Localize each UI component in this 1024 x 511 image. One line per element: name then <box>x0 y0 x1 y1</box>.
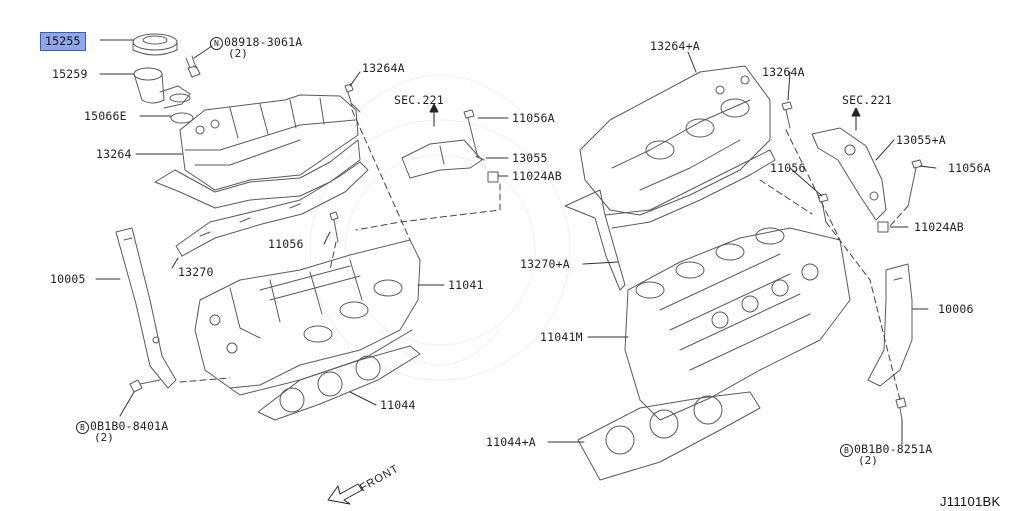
qty-bolt-b-left: (2) <box>94 431 114 444</box>
part-label-10006[interactable]: 10006 <box>938 302 974 316</box>
part-label-15255[interactable]: 15255 <box>40 32 86 51</box>
part-label-13270[interactable]: 13270 <box>178 265 214 279</box>
collar-right <box>877 221 889 233</box>
part-label-13270-plus-a[interactable]: 13270+A <box>520 257 570 271</box>
part-label-15066e[interactable]: 15066E <box>84 109 127 123</box>
qty-bolt-b-right: (2) <box>858 454 878 467</box>
left-cover-gasket <box>175 161 369 257</box>
b-circle-icon: B <box>840 444 853 457</box>
bolt-b-left-code: 0B1B0-8401A <box>90 419 169 433</box>
qty-bolt-n: (2) <box>228 47 248 60</box>
right-valve-cover <box>579 65 771 216</box>
sec-221-label-right[interactable]: SEC.221 <box>842 93 892 107</box>
cover-bolt-right <box>781 101 793 129</box>
leader-lines <box>95 39 937 445</box>
part-label-13264a-right[interactable]: 13264A <box>762 65 805 79</box>
right-cover-gasket <box>564 149 776 291</box>
part-label-15259[interactable]: 15259 <box>52 67 88 81</box>
coil-bracket <box>401 139 483 179</box>
bracket-bolt-center <box>463 109 485 161</box>
left-cylinder-head <box>194 239 421 396</box>
front-arrow <box>327 483 363 505</box>
part-label-11056a-right[interactable]: 11056A <box>948 161 991 175</box>
sec221-arrow-right <box>851 107 861 131</box>
bracket-bolt-right-lower <box>895 397 907 421</box>
part-label-13055-plus-a[interactable]: 13055+A <box>896 133 946 147</box>
part-label-11041m[interactable]: 11041M <box>540 330 583 344</box>
part-label-11056-right[interactable]: 11056 <box>770 161 806 175</box>
right-chain-guide-bracket <box>867 263 913 387</box>
filler-bolt <box>185 55 201 78</box>
part-label-10005[interactable]: 10005 <box>50 272 86 286</box>
n-circle-icon: N <box>210 37 223 50</box>
sec-221-label-left[interactable]: SEC.221 <box>394 93 444 107</box>
coil-bracket-right <box>811 127 887 221</box>
part-label-11041[interactable]: 11041 <box>448 278 484 292</box>
bolt-b-right-code: 0B1B0-8251A <box>854 442 933 456</box>
part-label-11044[interactable]: 11044 <box>380 398 416 412</box>
sec221-arrow-left <box>429 103 439 127</box>
part-label-13264[interactable]: 13264 <box>96 147 132 161</box>
head-bolt-left <box>329 211 339 243</box>
part-label-13055[interactable]: 13055 <box>512 151 548 165</box>
bracket-bolt-left <box>129 379 161 393</box>
o-ring <box>170 112 194 124</box>
watermark-emblem <box>309 74 571 381</box>
bolt-n-code: 08918-3061A <box>224 35 303 49</box>
right-head-gasket <box>577 391 761 481</box>
left-chain-guide-bracket <box>115 227 177 389</box>
cover-bolt-left <box>344 83 361 113</box>
part-label-11024ab-right[interactable]: 11024AB <box>914 220 964 234</box>
part-label-11024ab-center[interactable]: 11024AB <box>512 169 562 183</box>
collar-center <box>487 171 499 183</box>
left-head-gasket <box>257 345 421 421</box>
part-label-11056-left[interactable]: 11056 <box>268 237 304 251</box>
part-label-11044-plus-a[interactable]: 11044+A <box>486 435 536 449</box>
dashed-alignment-lines <box>179 109 909 401</box>
diagram-code: J11101BK <box>940 494 1001 509</box>
oil-filler-cap <box>132 33 178 56</box>
part-label-13264-plus-a[interactable]: 13264+A <box>650 39 700 53</box>
b-circle-icon: B <box>76 421 89 434</box>
part-label-13264a-left[interactable]: 13264A <box>362 61 405 75</box>
part-label-11056a-center[interactable]: 11056A <box>512 111 555 125</box>
bracket-bolt-right <box>907 159 923 207</box>
filler-tube <box>133 67 191 109</box>
left-valve-cover <box>154 94 361 209</box>
right-cylinder-head <box>624 227 851 421</box>
